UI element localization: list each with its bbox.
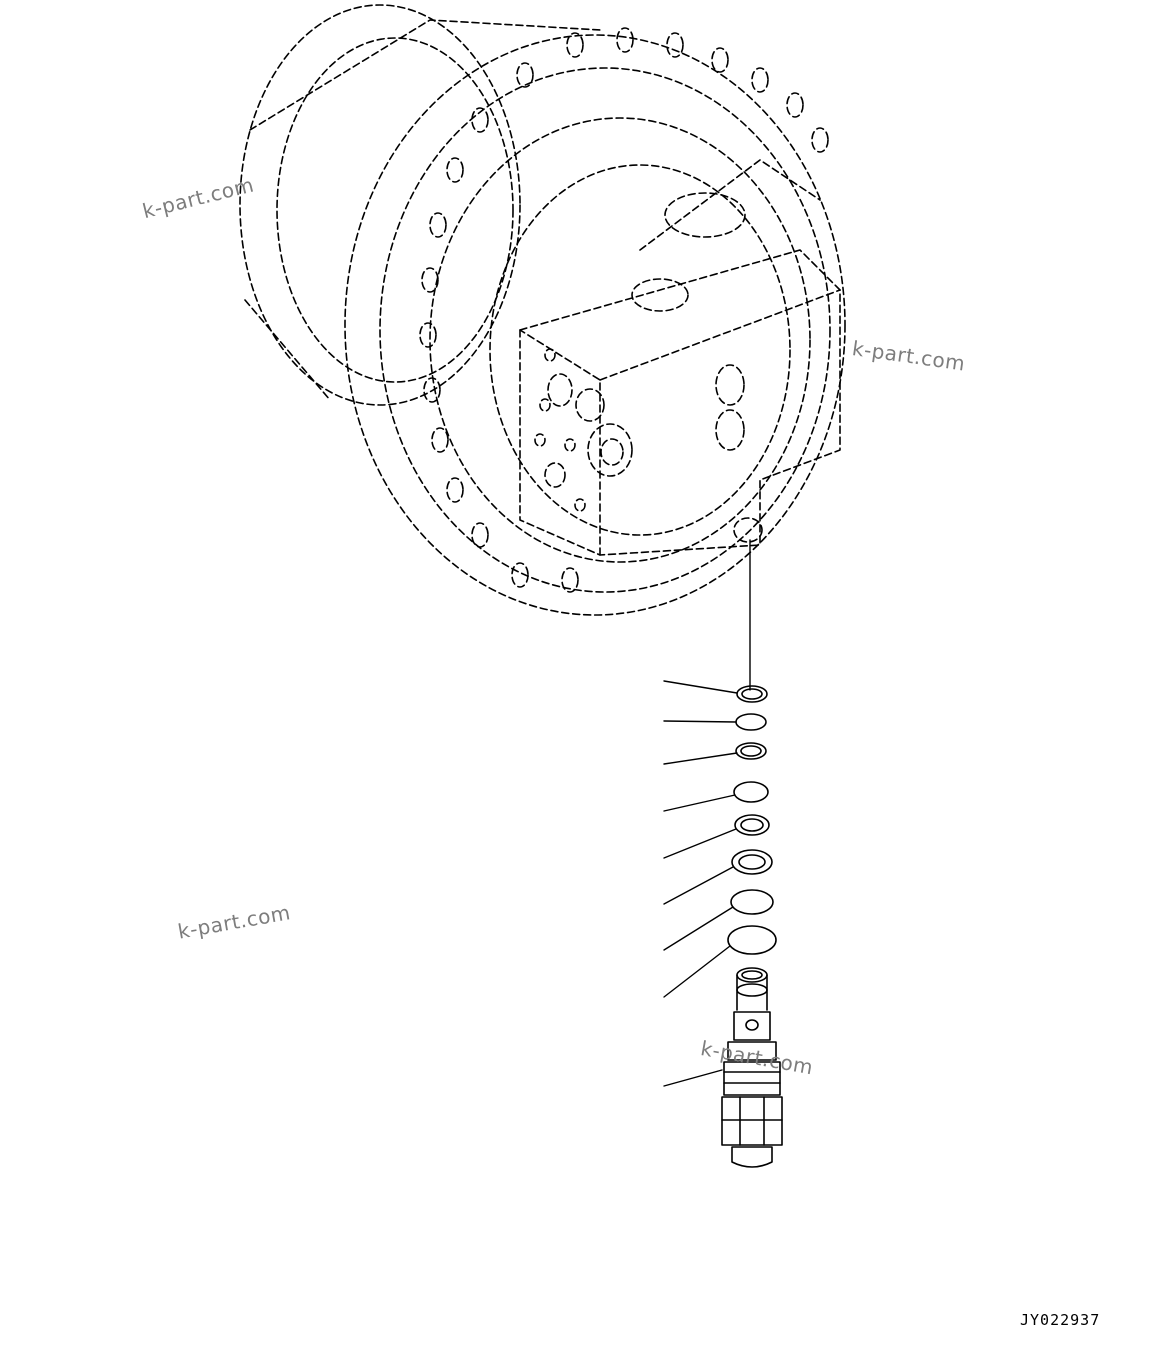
o-ring [663,713,767,731]
drawing-code: JY022937 [1020,1311,1101,1329]
valve-block [519,159,841,556]
travel-motor-assembly [239,4,846,616]
sprocket-drum [239,4,601,406]
o-ring [663,889,774,951]
relief-valve-cartridge [663,967,783,1168]
flange-bolt-holes [419,27,829,593]
motor-housing [344,34,846,616]
o-ring [663,781,769,812]
seal-ring [663,742,767,765]
seal-ring [663,680,768,703]
backup-ring [663,849,773,905]
o-ring [663,925,777,998]
parts-stack [663,680,783,1168]
seal-ring [663,814,770,859]
